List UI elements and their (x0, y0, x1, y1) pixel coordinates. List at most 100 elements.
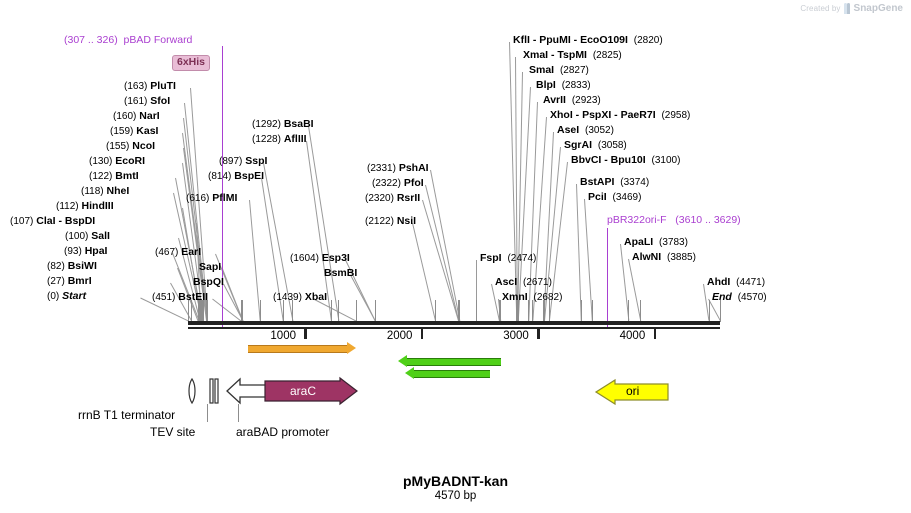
axis-tick-sspi (292, 300, 294, 322)
site-label-start[interactable]: (0) Start (47, 290, 87, 302)
site-label-kasi[interactable]: (159) KasI (110, 125, 159, 137)
feature-arabad-promoter[interactable] (226, 377, 270, 405)
watermark-brand: SnapGene (853, 3, 903, 14)
site-label-bmri[interactable]: (27) BmrI (47, 275, 92, 287)
axis-tick-bmri (191, 300, 193, 322)
axis-tick-pcii (591, 300, 593, 322)
site-label-sfoi[interactable]: (161) SfoI (124, 95, 171, 107)
site-label-end[interactable]: End (4570) (712, 291, 767, 303)
site-label-ecori[interactable]: (130) EcoRI (89, 155, 146, 167)
axis-tick-asci (498, 300, 500, 322)
primer-label-pbr322ori-f[interactable]: pBR322ori-F (3610 .. 3629) (607, 214, 741, 226)
axis-tick-asei (543, 300, 545, 322)
axis-tick-ahdi (708, 300, 710, 322)
site-label-apali[interactable]: ApaLI (3783) (624, 236, 688, 248)
site-label-nari[interactable]: (160) NarI (113, 110, 160, 122)
site-label-hindiii[interactable]: (112) HindIII (56, 200, 114, 212)
site-label-plutI[interactable]: (163) PluTI (124, 80, 176, 92)
site-label-bsabi[interactable]: (1292) BsaBI (252, 118, 314, 130)
site-label-asci[interactable]: AscI (2671) (495, 276, 552, 288)
sequence-axis-line (188, 321, 720, 325)
site-label-bstei[interactable]: (451) BstEII (152, 291, 209, 303)
axis-tick-bsabi (338, 300, 340, 322)
site-label-ncoi[interactable]: (155) NcoI (106, 140, 156, 152)
site-label-bspei[interactable]: (814) BspEI (208, 170, 265, 182)
feature-badge-6xhis[interactable]: 6xHis (172, 55, 211, 71)
axis-tick-alwni (640, 300, 642, 322)
site-label-pfoi[interactable]: (2322) PfoI (372, 177, 424, 189)
site-label-ahdi[interactable]: AhdI (4471) (707, 276, 766, 288)
axis-tick-sali (199, 300, 201, 322)
site-label-kfli-ppumi-ecoo109i[interactable]: KflI - PpuMI - EcoO109I (2820) (513, 34, 663, 46)
site-label-sapi[interactable]: SapI (199, 261, 222, 273)
site-label-sali[interactable]: (100) SalI (65, 230, 110, 242)
axis-tick-blpi (517, 300, 519, 322)
primer-arrow-green-1[interactable] (398, 355, 501, 367)
site-label-xhoi-pspxi-paer7i[interactable]: XhoI - PspXI - PaeR7I (2958) (550, 109, 691, 121)
caption-arabad-promoter[interactable]: araBAD promoter (236, 425, 330, 439)
ruler-tick-4000 (653, 329, 657, 339)
site-label-alwni[interactable]: AlwNI (3885) (632, 251, 696, 263)
site-label-blpi[interactable]: BlpI (2833) (536, 79, 591, 91)
site-label-pshai[interactable]: (2331) PshAI (367, 162, 429, 174)
axis-tick-pshai (459, 300, 461, 322)
site-label-afliii[interactable]: (1228) AflIII (252, 133, 307, 145)
snapgene-logo-icon (843, 3, 851, 14)
site-label-avrii[interactable]: AvrII (2923) (543, 94, 601, 106)
primer-line-pbad-forward (222, 46, 224, 328)
site-label-pcii[interactable]: PciI (3469) (588, 191, 642, 203)
sequence-axis-underline (188, 327, 720, 329)
site-label-bspqi[interactable]: BspQI (193, 276, 224, 288)
site-label-clai-bspdi[interactable]: (107) ClaI - BspDI (10, 215, 96, 227)
axis-tick-ecoo109i (516, 300, 518, 322)
axis-tick-nsii (435, 300, 436, 322)
feature-rrnb-t1-terminator[interactable] (186, 377, 198, 405)
page-title: pMyBADNT-kan (402, 473, 508, 489)
axis-tick-paer7i (532, 300, 534, 322)
primer-label-pbad-forward[interactable]: (307 .. 326) pBAD Forward (64, 34, 193, 46)
axis-tick-bsteii (240, 300, 242, 322)
site-label-eari[interactable]: (467) EarI (155, 246, 202, 258)
site-label-pflmi[interactable]: (616) PflMI (186, 192, 238, 204)
primer-arrow-pbad-forward[interactable] (248, 342, 356, 354)
site-label-bbvci-bpu10i[interactable]: BbvCI - Bpu10I (3100) (571, 154, 681, 166)
axis-tick-start (188, 300, 189, 322)
feature-label-arac: araC (290, 384, 317, 398)
site-label-bsiwi[interactable]: (82) BsiWI (47, 260, 97, 272)
site-label-bstapi[interactable]: BstAPI (3374) (580, 176, 650, 188)
site-label-sgrai[interactable]: SgrAI (3058) (564, 139, 627, 151)
site-label-nhei[interactable]: (118) NheI (81, 185, 130, 197)
axis-tick-avrii (528, 300, 530, 322)
caption-tev-site[interactable]: TEV site (150, 425, 196, 439)
axis-tick-pfoi (458, 300, 460, 322)
feature-ori[interactable]: ori (594, 378, 669, 406)
leader-line-n25 (350, 274, 376, 322)
site-label-xbai[interactable]: (1439) XbaI (273, 291, 328, 303)
caption-connector-tev (207, 404, 208, 422)
site-label-nsii[interactable]: (2122) NsiI (365, 215, 417, 227)
caption-connector-arabad (238, 404, 239, 422)
feature-arac[interactable]: araC (264, 376, 358, 406)
site-label-xmni[interactable]: XmnI (2682) (502, 291, 563, 303)
site-label-bsmbi[interactable]: BsmBI (324, 267, 358, 279)
site-label-bmti[interactable]: (122) BmtI (89, 170, 139, 182)
site-label-sspi[interactable]: (897) SspI (219, 155, 268, 167)
caption-rrnb-t1-terminator[interactable]: rrnB T1 terminator (78, 408, 176, 422)
primer-arrow-green-2[interactable] (405, 367, 490, 379)
ruler-label-1000: 1000 (270, 330, 296, 342)
site-label-esp3i[interactable]: (1604) Esp3I (290, 252, 350, 264)
axis-tick-smai (517, 300, 519, 322)
site-label-rsrii[interactable]: (2320) RsrII (365, 192, 421, 204)
feature-tev-site[interactable] (208, 378, 222, 404)
site-label-fspi[interactable]: FspI (2474) (480, 252, 537, 264)
axis-tick-ecori (203, 300, 205, 322)
axis-tick-hpai (198, 300, 200, 322)
leader-line-n35 (528, 101, 538, 322)
axis-tick-fspi (476, 300, 477, 322)
site-label-asei[interactable]: AseI (3052) (557, 124, 614, 136)
axis-tick-sgrai (544, 300, 545, 322)
ruler-tick-2000 (420, 329, 424, 339)
site-label-hpai[interactable]: (93) HpaI (64, 245, 108, 257)
site-label-smai[interactable]: SmaI (2827) (529, 64, 589, 76)
site-label-xmai-tspmi[interactable]: XmaI - TspMI (2825) (523, 49, 622, 61)
